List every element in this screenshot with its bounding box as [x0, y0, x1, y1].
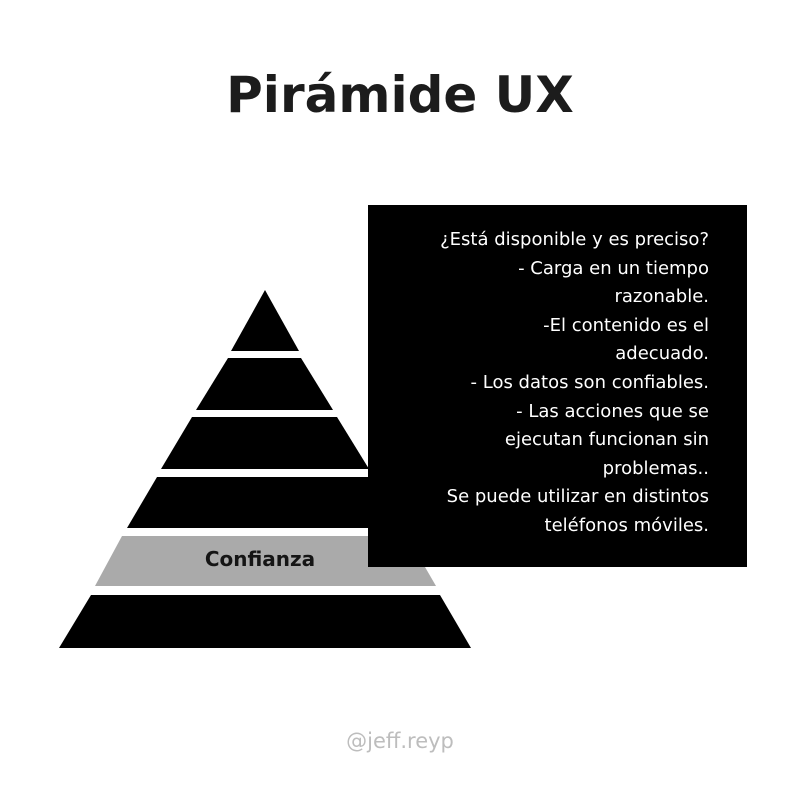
pyramid-layer-1 — [231, 290, 299, 351]
info-box: ¿Está disponible y es preciso? - Carga e… — [368, 205, 747, 567]
author-credit: @jeff.reyp — [346, 729, 454, 753]
info-line: problemas.. — [602, 457, 709, 479]
info-line: ¿Está disponible y es preciso? — [440, 229, 709, 250]
pyramid-layer-2 — [196, 358, 333, 410]
pyramid-layer-confianza — [95, 536, 436, 586]
pyramid-layer-4 — [127, 477, 403, 528]
info-line: ejecutan funcionan sin — [504, 429, 709, 451]
pyramid-layer-base — [59, 595, 471, 648]
pyramid-layer-3 — [161, 417, 369, 469]
info-line: - Las acciones que se — [516, 400, 709, 422]
info-line: adecuado. — [615, 343, 709, 365]
info-line: -El contenido es el — [543, 314, 709, 336]
info-line: Se puede utilizar en distintos — [446, 486, 709, 508]
info-line: razonable. — [614, 286, 709, 308]
info-line: - Carga en un tiempo — [518, 257, 709, 279]
info-line: teléfonos móviles. — [544, 514, 709, 536]
info-line: - Los datos son confiables. — [470, 371, 709, 393]
page-title: Pirámide UX — [226, 66, 574, 124]
pyramid-layer-label: Confianza — [204, 547, 316, 571]
